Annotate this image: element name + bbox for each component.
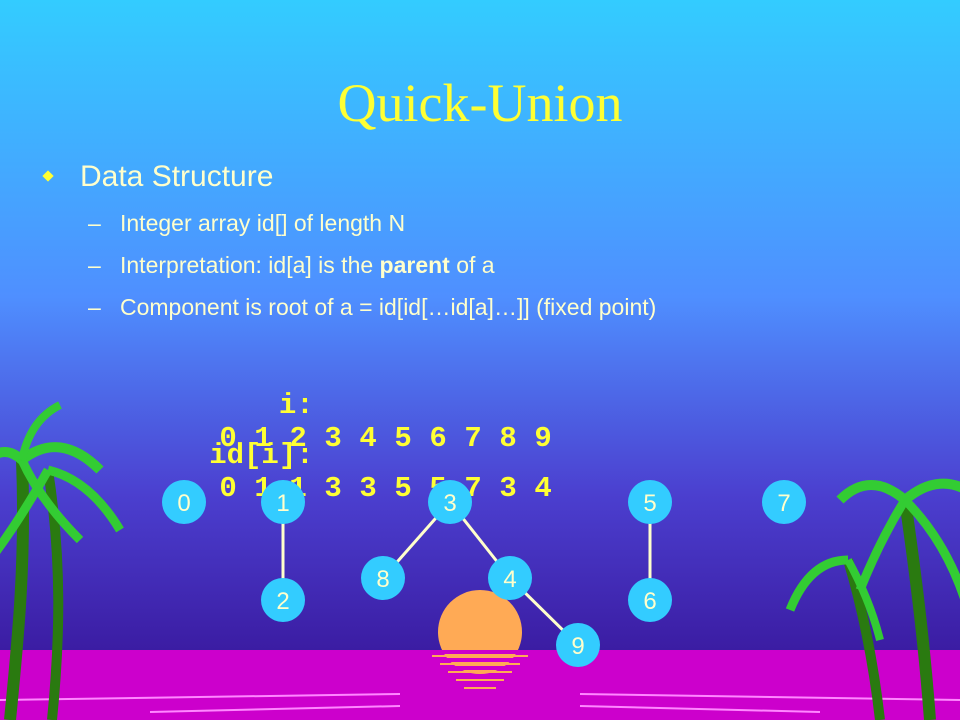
node-label: 0 — [177, 490, 190, 517]
dash: – — [88, 294, 101, 320]
dash: – — [88, 252, 101, 278]
node-2: 2 — [261, 578, 305, 622]
dash: – — [88, 210, 101, 236]
id-cell: 4 — [534, 472, 552, 505]
shore-lines — [0, 693, 960, 713]
id-cell: 0 — [219, 472, 237, 505]
sub-item-array: –Integer array id[] of length N — [88, 210, 405, 237]
id-cell: 3 — [359, 472, 377, 505]
node-label: 6 — [643, 588, 656, 615]
id-cell: 3 — [499, 472, 517, 505]
index-cell: 9 — [534, 422, 552, 455]
id-row-label: id[i]: — [209, 439, 314, 472]
sub-item-interpretation: –Interpretation: id[a] is the parent of … — [88, 252, 495, 279]
index-cell: 0 — [219, 422, 237, 455]
node-circle — [261, 578, 305, 622]
index-cell: 4 — [359, 422, 377, 455]
node-5: 5 — [628, 480, 672, 524]
node-1: 1 — [261, 480, 305, 524]
index-cell: 5 — [394, 422, 412, 455]
node-9: 9 — [556, 623, 600, 667]
sun-icon — [420, 590, 540, 689]
sky — [0, 0, 960, 660]
node-circle — [488, 556, 532, 600]
node-circle — [162, 480, 206, 524]
slide-title: Quick-Union — [337, 73, 623, 133]
node-circle — [762, 480, 806, 524]
node-circle — [628, 480, 672, 524]
node-0: 0 — [162, 480, 206, 524]
node-label: 1 — [276, 490, 289, 517]
node-3: 3 — [428, 480, 472, 524]
node-circle — [556, 623, 600, 667]
node-circle — [628, 578, 672, 622]
sub-item-text-pre: Interpretation: id[a] is the — [120, 252, 380, 278]
sub-item-text-bold: parent — [379, 252, 450, 278]
node-label: 8 — [376, 566, 389, 593]
bullet-text: Data Structure — [80, 160, 274, 193]
node-label: 9 — [571, 633, 584, 660]
node-6: 6 — [628, 578, 672, 622]
index-cell: 3 — [324, 422, 342, 455]
id-cell: 5 — [394, 472, 412, 505]
right-palm-icon — [785, 478, 960, 720]
node-label: 3 — [443, 490, 456, 517]
index-cell: 2 — [289, 422, 307, 455]
sub-item-component: –Component is root of a = id[id[…id[a]…]… — [88, 294, 656, 321]
node-4: 4 — [488, 556, 532, 600]
left-palm-icon — [0, 401, 124, 720]
sub-item-text: Component is root of a = id[id[…id[a]…]]… — [120, 294, 657, 320]
node-8: 8 — [361, 556, 405, 600]
index-cell: 6 — [429, 422, 447, 455]
node-label: 5 — [643, 490, 656, 517]
index-row-label: i: — [278, 389, 314, 422]
node-circle — [428, 480, 472, 524]
node-circle — [361, 556, 405, 600]
sub-item-text: Integer array id[] of length N — [120, 210, 406, 236]
node-label: 7 — [777, 490, 790, 517]
index-cell: 1 — [254, 422, 272, 455]
id-cell: 3 — [324, 472, 342, 505]
index-cell: 8 — [499, 422, 517, 455]
node-label: 4 — [503, 566, 516, 593]
node-7: 7 — [762, 480, 806, 524]
sub-item-text-post: of a — [449, 252, 495, 278]
index-cell: 7 — [464, 422, 482, 455]
node-label: 2 — [276, 588, 289, 615]
node-circle — [261, 480, 305, 524]
